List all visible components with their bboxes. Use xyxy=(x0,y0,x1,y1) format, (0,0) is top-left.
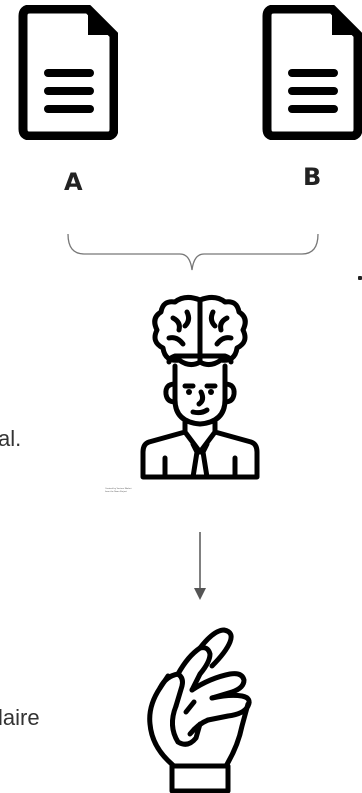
icon-credit: Created by Vectors Market from the Noun … xyxy=(105,488,132,493)
credit-line-2: from the Noun Project xyxy=(105,491,132,494)
document-b-icon xyxy=(262,5,362,140)
document-a-icon xyxy=(18,5,118,140)
side-text-1: al. xyxy=(0,426,21,452)
document-b-label: B xyxy=(303,163,321,191)
document-a-label: A xyxy=(64,168,83,196)
curly-bracket xyxy=(62,230,324,272)
hand-gesture-icon xyxy=(138,626,260,793)
cropped-period-mark xyxy=(358,276,362,280)
arrow-down-icon xyxy=(192,530,208,602)
open-mind-brain-person-icon xyxy=(135,292,265,482)
side-text-2: laire xyxy=(0,705,40,731)
